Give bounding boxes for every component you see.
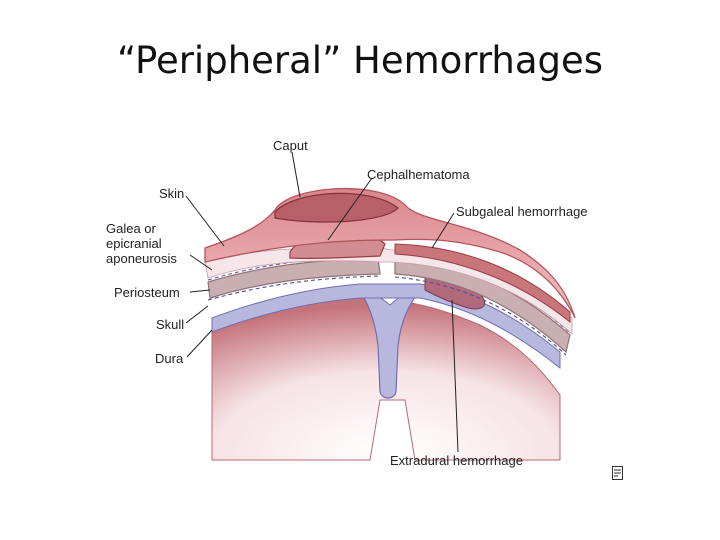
- label-galea-line2: epicranial: [106, 236, 162, 251]
- skull-bone-left: [207, 257, 381, 299]
- label-skull: Skull: [156, 317, 184, 332]
- label-extradural-hemorrhage: Extradural hemorrhage: [390, 453, 523, 468]
- label-cephalhematoma: Cephalhematoma: [367, 167, 470, 182]
- label-galea-line3: aponeurosis: [106, 251, 177, 266]
- label-skin: Skin: [159, 186, 184, 201]
- label-caput: Caput: [273, 138, 308, 153]
- page-corner-icon: [612, 466, 623, 480]
- caput-swelling: [274, 192, 399, 223]
- dura-falx: [353, 284, 427, 399]
- slide-title: “Peripheral” Hemorrhages: [116, 39, 604, 82]
- subgaleal-hemorrhage: [394, 243, 571, 324]
- label-periosteum: Periosteum: [114, 285, 180, 300]
- label-dura: Dura: [155, 351, 184, 366]
- leader-lines: [185, 151, 459, 453]
- periosteum-line: [207, 275, 567, 356]
- label-galea-line1: Galea or: [106, 221, 157, 236]
- label-subgaleal-hemorrhage: Subgaleal hemorrhage: [456, 204, 588, 219]
